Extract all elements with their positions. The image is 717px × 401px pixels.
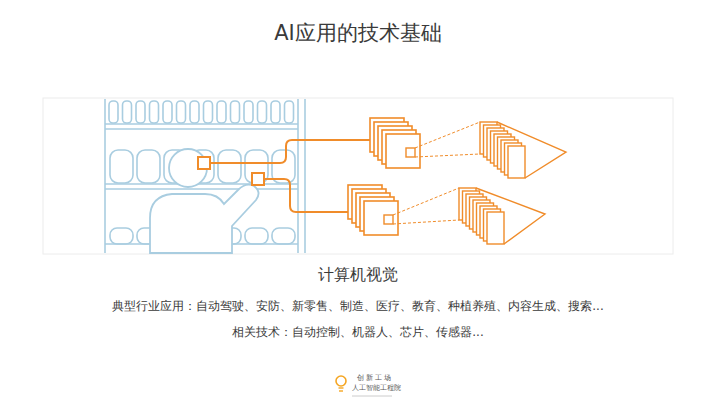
focus-squares (198, 157, 264, 185)
illustration-panel (43, 98, 673, 254)
section-heading: 计算机视觉 (318, 265, 398, 284)
orange-wires (210, 140, 370, 212)
application-list: 典型行业应用：自动驾驶、安防、新零售、制造、医疗、教育、种植养殖、内容生成、搜索… (112, 299, 603, 313)
feature-map-stacks (348, 118, 566, 244)
page-title: AI应用的技术基础 (274, 19, 442, 47)
technology-list: 相关技术：自动控制、机器人、芯片、传感器... (232, 325, 483, 339)
shelf-drawing (105, 99, 305, 253)
logo-subtitle: 人工智能工程院 (352, 384, 401, 392)
person-figure (150, 149, 259, 253)
logo-name: 创 新 工 场 (357, 374, 392, 382)
